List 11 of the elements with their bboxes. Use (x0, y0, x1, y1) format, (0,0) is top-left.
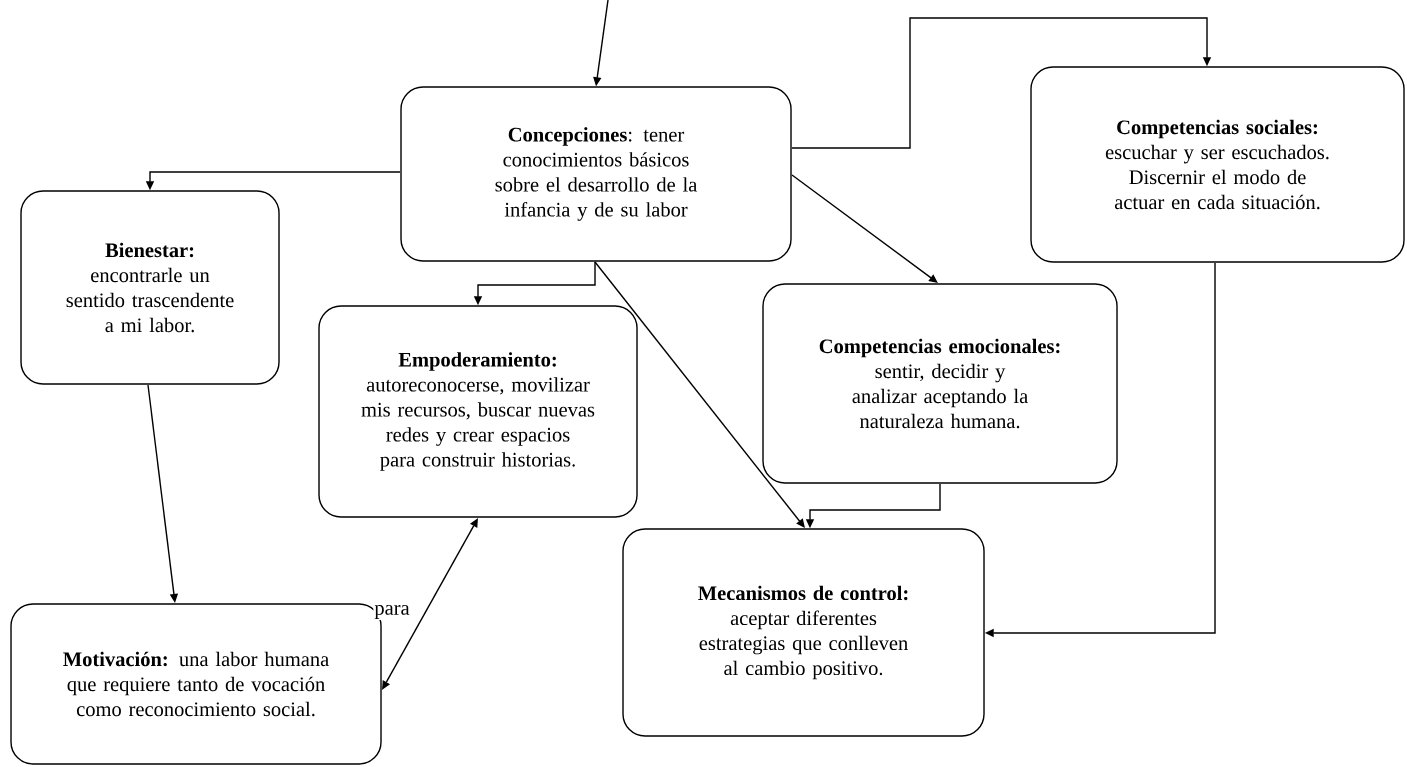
edge-label: para (373, 603, 411, 620)
arrow (791, 174, 938, 283)
concept-box: Competencias sociales: escuchar y ser escuchados. Discernir el modo de actuar en cada situación. (1030, 66, 1405, 263)
concept-box: Bienestar: encontrarle un sentido trascendente a mi labor. (20, 190, 280, 385)
arrow (594, 261, 805, 528)
arrow (382, 518, 478, 690)
concept-box: Competencias emocionales: sentir, decidir y analizar aceptando la naturaleza humana. (762, 283, 1118, 484)
concept-box: Empoderamiento: autoreconocerse, movilizar mis recursos, buscar nuevas redes y crear espacios para construir historias. (318, 305, 638, 518)
arrow (791, 17, 1212, 149)
concept-box: Concepciones: tener conocimientos básicos sobre el desarrollo de la infancia y de su labor (400, 86, 792, 262)
concept-box: Mecanismos de control: aceptar diferentes estrategias que conlleven al cambio positivo. (622, 528, 985, 737)
